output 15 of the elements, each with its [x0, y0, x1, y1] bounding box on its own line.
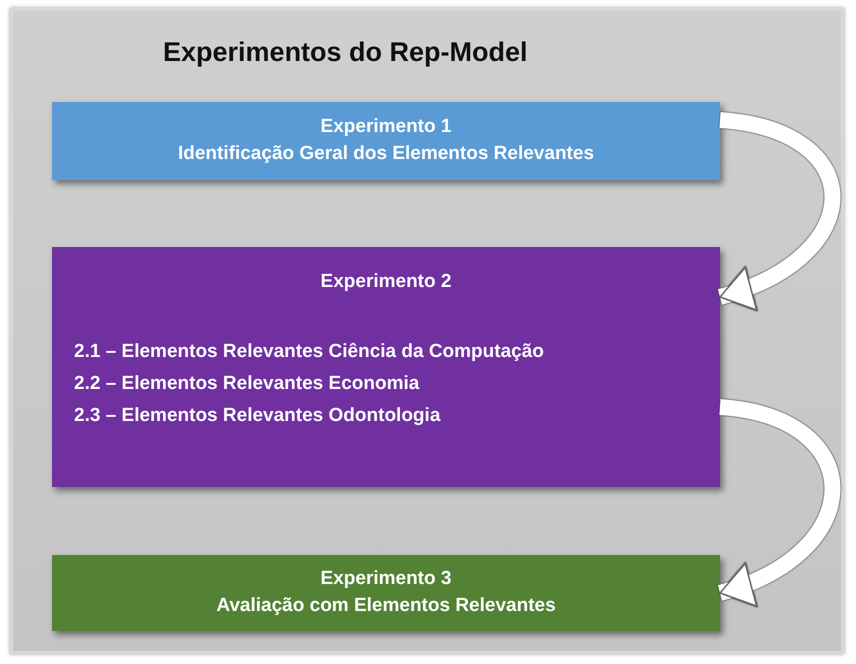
- box-subtitle: Identificação Geral dos Elementos Relevantes: [176, 142, 596, 166]
- box-subtitle: Avaliação com Elementos Relevantes: [215, 594, 557, 618]
- panel-background: [10, 8, 844, 654]
- box-heading: Experimento 2: [320, 270, 452, 294]
- list-item: 2.1 – Elementos Relevantes Ciência da Computação: [74, 340, 544, 364]
- panel-heading: Experimentos do Rep-Model: [163, 37, 528, 68]
- list-item: 2.3 – Elementos Relevantes Odontologia: [74, 404, 440, 428]
- box-heading: Experimento 1: [320, 115, 452, 139]
- list-item: 2.2 – Elementos Relevantes Economia: [74, 372, 420, 396]
- process-box: [52, 555, 720, 631]
- process-box: [52, 247, 720, 487]
- curved-arrow: [717, 399, 840, 604]
- curved-arrow: [717, 112, 840, 308]
- box-heading: Experimento 3: [320, 567, 452, 591]
- process-box: [52, 102, 720, 180]
